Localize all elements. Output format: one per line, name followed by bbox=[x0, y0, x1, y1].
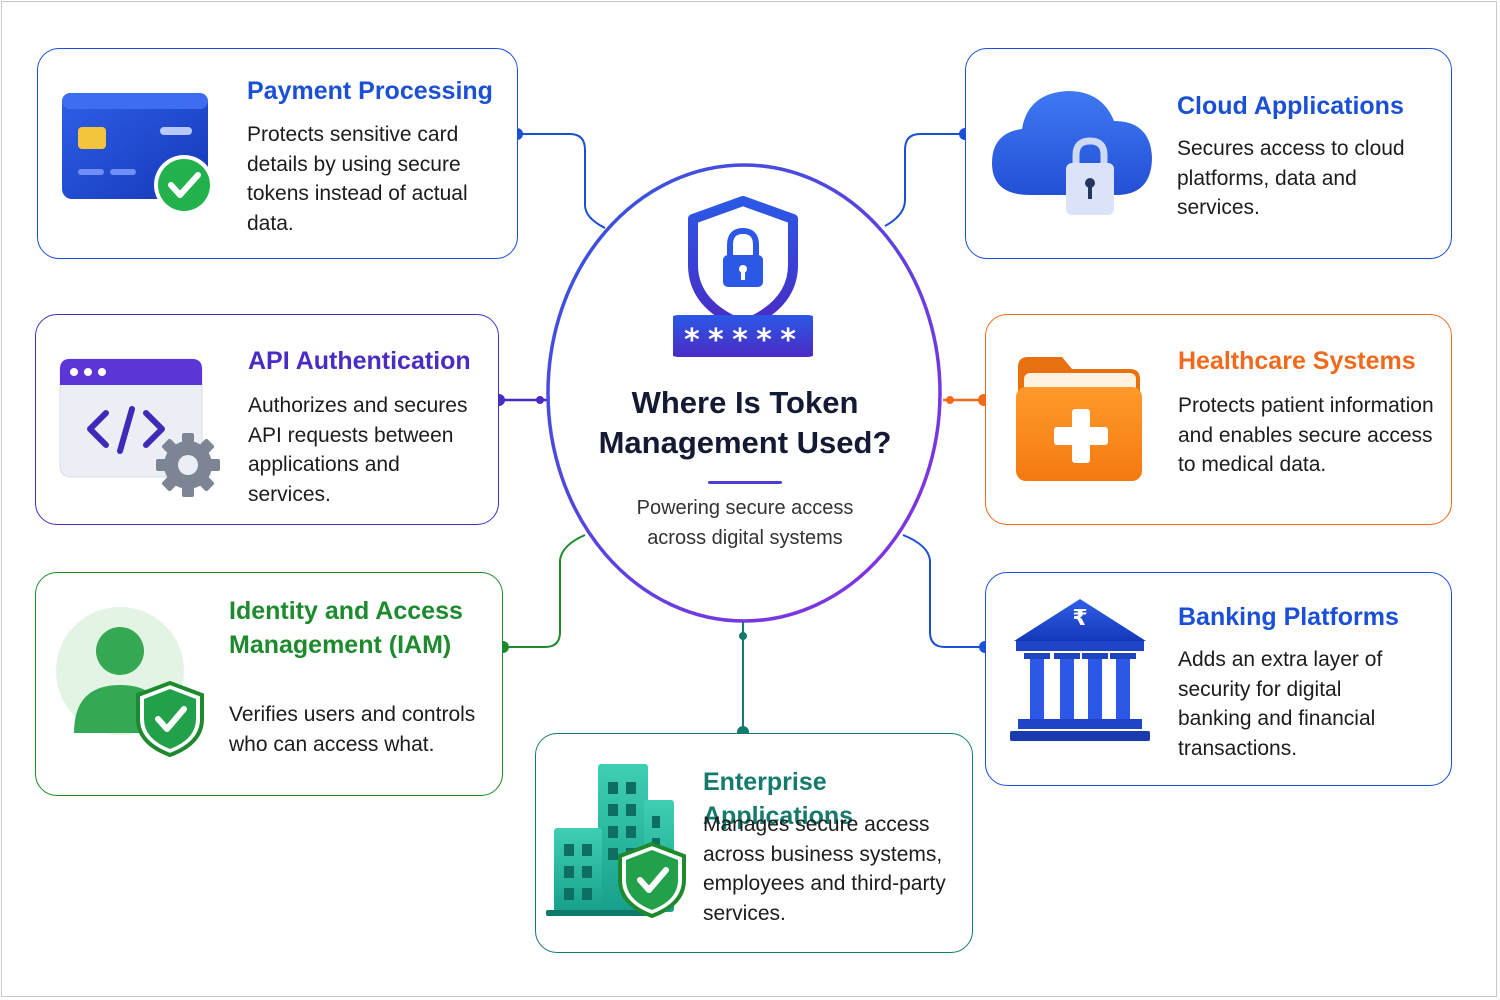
card-banking-platforms[interactable]: ₹ Banking Platforms Adds an extra layer … bbox=[985, 572, 1452, 786]
shield-lock-icon bbox=[673, 196, 813, 357]
card-description: Manages secure access across business sy… bbox=[703, 813, 946, 925]
card-title: Identity and Access Management (IAM) bbox=[229, 597, 463, 659]
code-window-gear-icon bbox=[59, 358, 220, 497]
bank-rupee-icon bbox=[1010, 599, 1150, 741]
card-cloud-applications[interactable]: Cloud Applications Secures access to clo… bbox=[965, 48, 1452, 259]
cloud-lock-icon bbox=[992, 91, 1152, 215]
card-title: Banking Platforms bbox=[1178, 603, 1399, 631]
connector-payment bbox=[517, 133, 606, 229]
card-title: Payment Processing bbox=[247, 77, 493, 105]
card-description: Secures access to cloud platforms, data … bbox=[1177, 137, 1405, 219]
card-description: Authorizes and secures API requests betw… bbox=[248, 394, 468, 506]
card-description: Adds an extra layer of security for digi… bbox=[1178, 648, 1383, 760]
connector-dot-enterprise-top bbox=[739, 632, 747, 640]
center-subtitle: Powering secure access across digital sy… bbox=[636, 497, 854, 549]
card-title: Cloud Applications bbox=[1177, 92, 1404, 120]
connector-banking bbox=[902, 534, 985, 648]
card-api-authentication[interactable]: API Authentication Authorizes and secure… bbox=[35, 314, 499, 525]
card-description: Protects patient information and enables… bbox=[1178, 394, 1434, 476]
card-description: Protects sensitive card details by using… bbox=[247, 123, 468, 235]
user-shield-icon bbox=[56, 607, 204, 758]
card-title: API Authentication bbox=[248, 347, 471, 375]
card-identity-access-management[interactable]: Identity and Access Management (IAM) Ver… bbox=[35, 572, 503, 796]
center-ellipse bbox=[546, 163, 942, 623]
credit-card-check-icon bbox=[62, 93, 214, 215]
medical-folder-icon bbox=[1016, 357, 1142, 481]
card-enterprise-applications[interactable]: Enterprise Applications Manages secure a… bbox=[535, 733, 973, 953]
card-description: Verifies users and controls who can acce… bbox=[229, 703, 476, 756]
center-divider bbox=[708, 481, 782, 484]
connector-dot-api-inner bbox=[536, 396, 544, 404]
rupee-symbol: ₹ bbox=[1072, 606, 1088, 631]
connector-dot-healthcare-inner bbox=[946, 396, 954, 404]
card-payment-processing[interactable]: Payment Processing Protects sensitive ca… bbox=[37, 48, 518, 259]
connector-iam bbox=[503, 534, 586, 648]
connector-cloud bbox=[884, 133, 965, 227]
password-mask: ***** bbox=[682, 323, 804, 358]
center-hub: ***** Where Is Token Management Used? Po… bbox=[545, 163, 945, 623]
center-title: Where Is Token Management Used? bbox=[598, 385, 892, 460]
card-title: Healthcare Systems bbox=[1178, 347, 1416, 375]
card-title: Enterprise Applications bbox=[703, 768, 854, 830]
card-healthcare-systems[interactable]: Healthcare Systems Protects patient info… bbox=[985, 314, 1452, 525]
office-building-shield-icon bbox=[546, 764, 686, 919]
